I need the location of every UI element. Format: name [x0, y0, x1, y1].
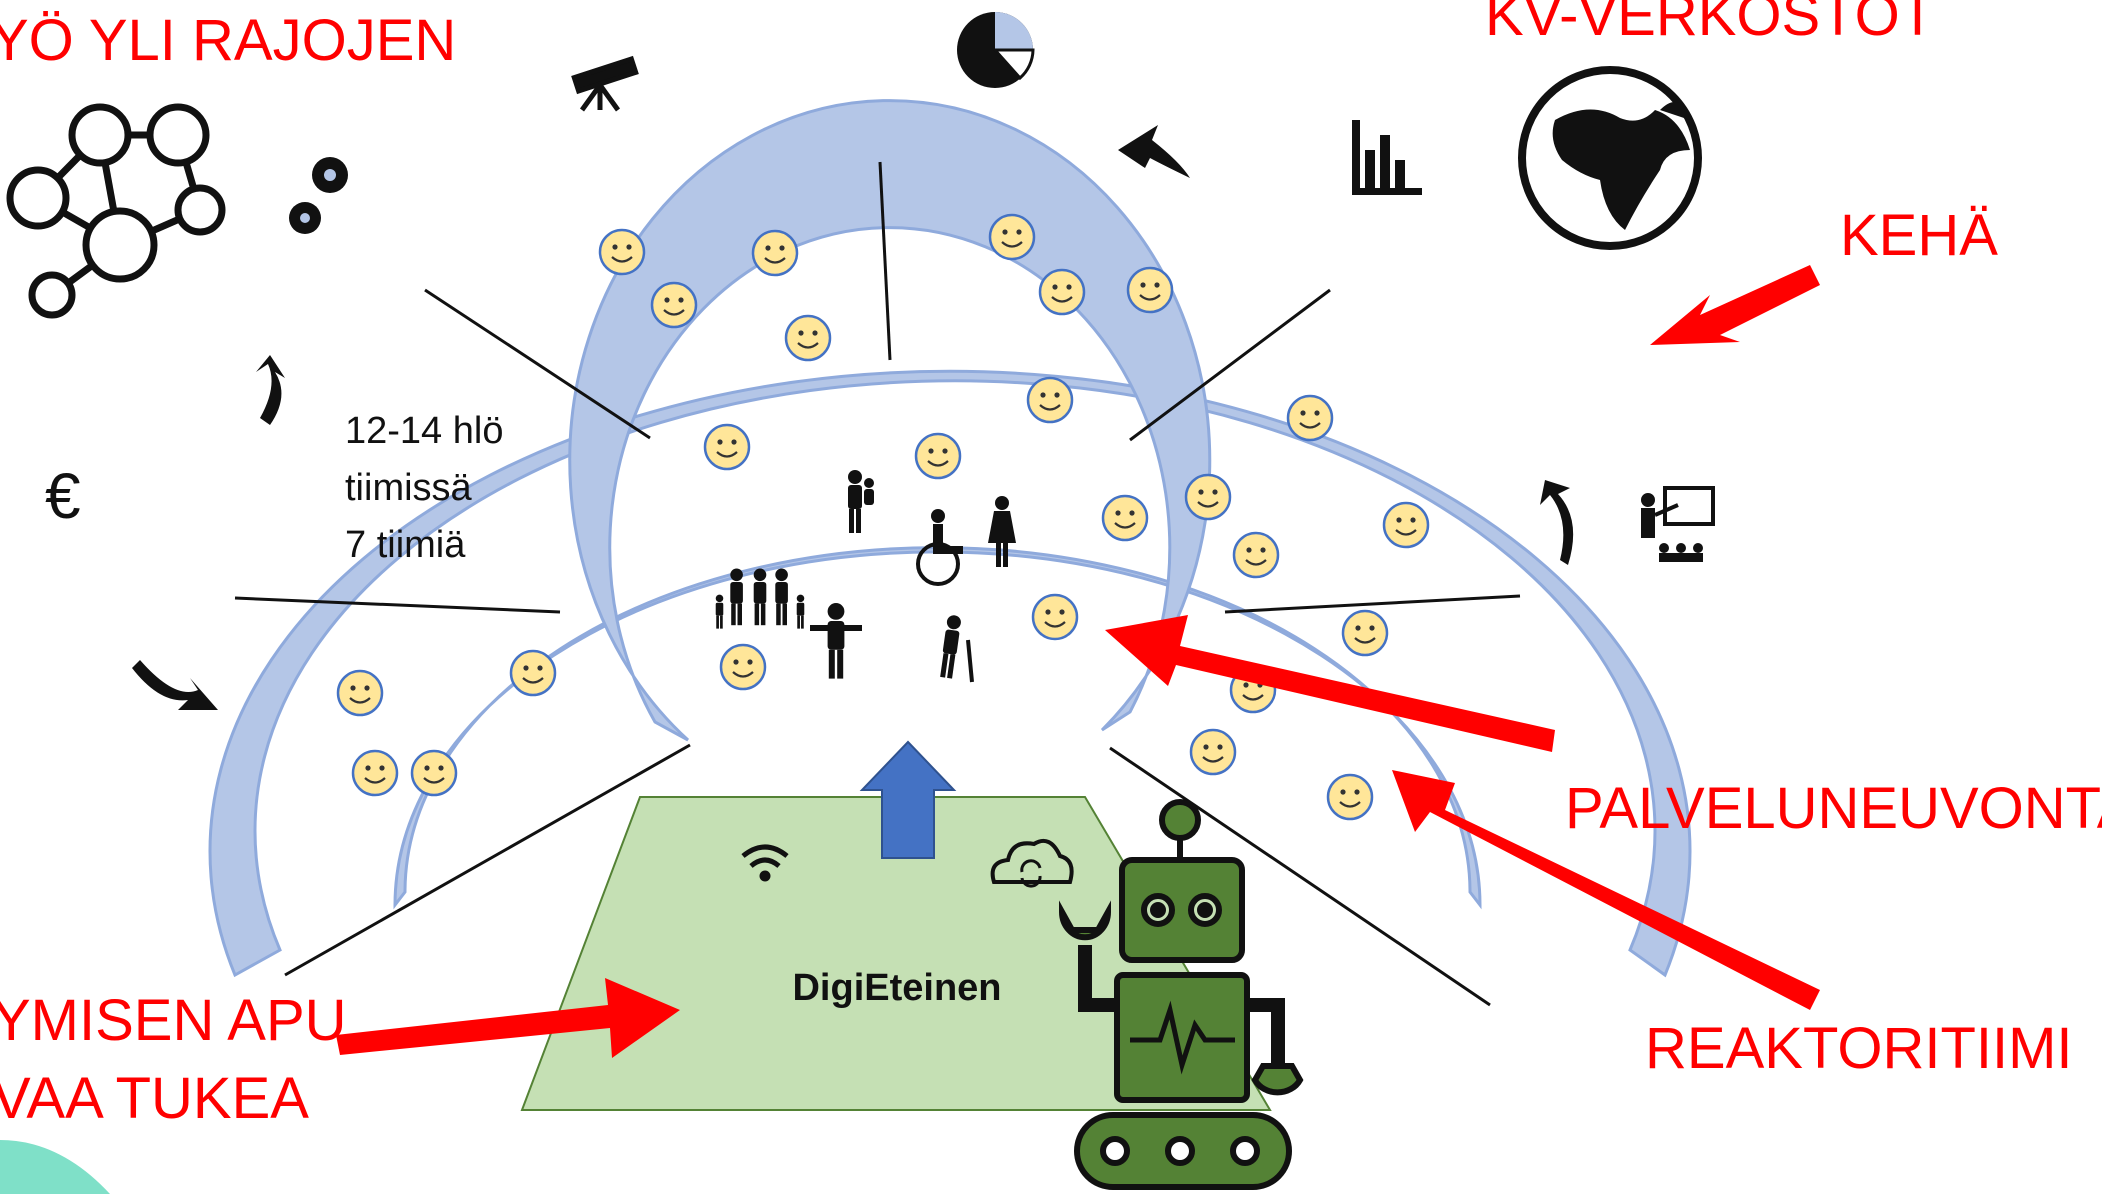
smiley-icon: [751, 229, 799, 277]
smiley-icon: [1101, 494, 1149, 542]
curved-arrow-icon: [1540, 480, 1574, 565]
team-info: 12-14 hlö tiimissä 7 tiimiä: [345, 410, 503, 566]
label-kehä: KEHÄ: [1840, 203, 1998, 268]
globe-icon: [1518, 66, 1702, 250]
smiley-icon: [1026, 376, 1074, 424]
person-icon: [810, 603, 862, 679]
smiley-group: [336, 213, 1430, 821]
smiley-icon: [1286, 394, 1334, 442]
red-arrow-kehä: [1650, 265, 1820, 345]
curved-arrows: [132, 125, 1574, 710]
smiley-icon: [1038, 268, 1086, 316]
smiley-icon: [509, 649, 557, 697]
red-arrow-palveluneuvonta-1: [1105, 615, 1555, 752]
svg-text:€: €: [45, 460, 81, 532]
smiley-icon: [650, 281, 698, 329]
gears-icon: [289, 157, 348, 234]
label-top-right: KV-VERKOSTOT: [1485, 0, 1935, 48]
ring-text: LIIKE TIIMIEN VÄLILLÄ: [0, 0, 361, 8]
curved-arrow-icon: [132, 660, 218, 710]
smiley-icon: [598, 228, 646, 276]
smiley-icon: [784, 314, 832, 362]
red-arrow-bottom-left: [336, 978, 680, 1058]
sector-dividers: [234, 161, 1521, 1007]
label-bottom-left-1: YMISEN APU: [0, 988, 347, 1053]
corner-decoration: [0, 1140, 110, 1194]
curved-arrow-icon: [1118, 125, 1190, 178]
smiley-icon: [719, 643, 767, 691]
pie-chart-icon: [957, 12, 1035, 88]
bar-chart-icon: [1352, 120, 1422, 195]
smiley-icon: [1341, 609, 1389, 657]
cloud-sync-icon: [990, 839, 1074, 888]
smiley-icon: [914, 432, 962, 480]
digieteinen-label: DigiEteinen: [792, 967, 1001, 1009]
robot-icon: [1058, 799, 1304, 1190]
telescope-icon: [571, 55, 639, 112]
smiley-icon: [1232, 531, 1280, 579]
smiley-icon: [1184, 473, 1232, 521]
smiley-icon: [336, 669, 384, 717]
wifi-icon: [741, 844, 789, 882]
network-people-icon: [6, 103, 226, 319]
smiley-icon: [1126, 266, 1174, 314]
smiley-icon: [1189, 728, 1237, 776]
team-info-line: 12-14 hlö: [345, 410, 503, 452]
label-bottom-left-2: VAA TUKEA: [0, 1066, 309, 1131]
curved-arrow-icon: [256, 355, 285, 425]
middle-ring: [393, 546, 1482, 910]
label-reaktoritiimi: REAKTORITIIMI: [1645, 1016, 2073, 1081]
up-arrow-icon: [859, 740, 957, 859]
smiley-icon: [1031, 593, 1079, 641]
red-arrow-palveluneuvonta-2: [1392, 770, 1820, 1010]
teacher-icon: [1641, 486, 1715, 562]
smiley-icon: [988, 213, 1036, 261]
euro-icon: €: [45, 460, 81, 532]
red-arrows: [336, 265, 1820, 1058]
label-top-left: YÖ YLI RAJOJEN: [0, 8, 456, 73]
team-info-line: tiimissä: [345, 467, 473, 509]
smiley-icon: [410, 749, 458, 797]
team-info-line: 7 tiimiä: [345, 524, 466, 566]
outer-ring: [208, 369, 1692, 978]
smiley-icon: [1382, 501, 1430, 549]
smiley-icon: [703, 423, 751, 471]
digieteinen-area: [520, 796, 1272, 1111]
people-cluster: [715, 470, 1016, 683]
elderly-icon: [939, 614, 974, 683]
wheelchair-icon: [916, 509, 963, 586]
smiley-icon: [351, 749, 399, 797]
woman-icon: [988, 496, 1016, 567]
person-with-child-icon: [848, 470, 874, 533]
label-palveluneuvonta: PALVELUNEUVONTA: [1565, 776, 2102, 841]
smiley-icon: [1326, 773, 1374, 821]
